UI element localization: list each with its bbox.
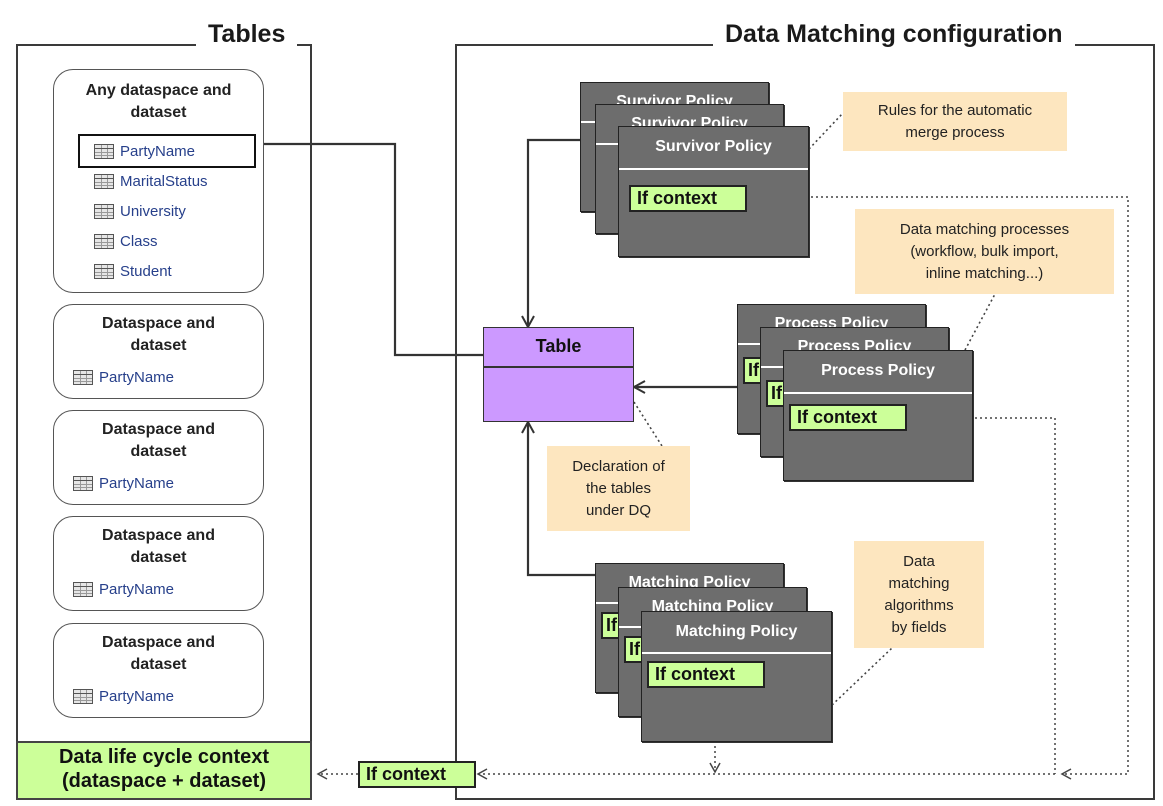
survivor-to-table-arrow: [528, 138, 580, 327]
process-policy-note: Data matching processes (workflow, bulk …: [855, 209, 1114, 294]
card-divider: [784, 392, 972, 394]
table-icon: [73, 475, 93, 491]
table-item-partyname[interactable]: PartyName: [73, 366, 174, 388]
process-if-context-middle: If: [766, 380, 788, 407]
card-title: Matching Policy: [675, 623, 798, 640]
table-icon: [73, 581, 93, 597]
note-text: Data matching algorithms by fields: [884, 552, 954, 636]
table-note-leader: [633, 401, 663, 447]
process-note-leader: [964, 293, 996, 351]
card-divider: [642, 652, 831, 654]
data-life-cycle-context: Data life cycle context (dataspace + dat…: [16, 741, 312, 800]
table-icon: [94, 143, 114, 159]
process-if-context[interactable]: If context: [789, 404, 907, 431]
survivor-policy-note: Rules for the automatic merge process: [843, 92, 1067, 151]
table-item-partyname[interactable]: PartyName: [73, 578, 174, 600]
table-icon: [94, 233, 114, 249]
note-text: Data matching processes (workflow, bulk …: [899, 220, 1070, 282]
card-title: Survivor Policy: [655, 138, 772, 155]
note-text: Rules for the automatic merge process: [877, 101, 1033, 141]
table-box-divider: [484, 366, 633, 368]
table-item-label: PartyName: [99, 580, 175, 598]
process-policy-card[interactable]: Process Policy If context: [783, 350, 973, 481]
survivor-policy-card[interactable]: Survivor Policy If context: [618, 126, 809, 257]
group-title: Dataspace and dataset: [102, 527, 215, 566]
bottom-if-context[interactable]: If context: [358, 761, 476, 788]
table-item-label: Student: [120, 262, 172, 280]
table-icon: [94, 203, 114, 219]
survivor-if-context[interactable]: If context: [629, 185, 747, 212]
survivor-context-flow: [746, 196, 1129, 780]
table-item-university[interactable]: University: [94, 200, 186, 222]
table-group-any-dataspace: Any dataspace and dataset PartyName Mari…: [53, 69, 264, 293]
survivor-note-leader: [808, 112, 844, 150]
table-item-label: PartyName: [120, 142, 196, 160]
group-title: Dataspace and dataset: [102, 634, 215, 673]
group-title: Dataspace and dataset: [102, 421, 215, 460]
table-declaration-note: Declaration of the tables under DQ: [547, 446, 690, 531]
table-group-dataspace-5: Dataspace and dataset PartyName: [53, 623, 264, 718]
note-text: Declaration of the tables under DQ: [572, 457, 665, 519]
card-title: Matching Policy: [651, 598, 774, 615]
table-item-label: MaritalStatus: [120, 172, 208, 190]
table-group-dataspace-3: Dataspace and dataset PartyName: [53, 410, 264, 505]
table-icon: [94, 263, 114, 279]
table-box-title: Table: [535, 336, 582, 356]
table-to-partyname-arrow: [224, 144, 483, 357]
table-icon: [73, 369, 93, 385]
table-item-student[interactable]: Student: [94, 260, 172, 282]
table-group-dataspace-4: Dataspace and dataset PartyName: [53, 516, 264, 611]
tables-panel-title: Tables: [196, 19, 298, 49]
table-item-partyname[interactable]: PartyName: [73, 685, 174, 707]
card-title: Process Policy: [821, 362, 935, 379]
group-title: Any dataspace and dataset: [85, 82, 232, 121]
table-item-partyname-selected[interactable]: PartyName: [78, 134, 256, 168]
card-divider: [619, 168, 808, 170]
table-item-label: PartyName: [99, 687, 175, 705]
matching-to-table-arrow: [528, 422, 595, 577]
table-item-class[interactable]: Class: [94, 230, 158, 252]
matching-if-context[interactable]: If context: [647, 661, 765, 688]
table-icon: [94, 173, 114, 189]
table-item-maritalstatus[interactable]: MaritalStatus: [94, 170, 208, 192]
table-box[interactable]: Table: [483, 327, 634, 422]
matching-policy-note: Data matching algorithms by fields: [854, 541, 984, 648]
table-group-dataspace-2: Dataspace and dataset PartyName: [53, 304, 264, 399]
data-matching-panel-title: Data Matching configuration: [713, 19, 1075, 49]
table-item-label: Class: [120, 232, 158, 250]
table-item-partyname[interactable]: PartyName: [73, 472, 174, 494]
table-icon: [73, 688, 93, 704]
card-title: Matching Policy: [628, 574, 751, 591]
matching-policy-card[interactable]: Matching Policy If context: [641, 611, 832, 742]
table-item-label: University: [120, 202, 186, 220]
group-title: Dataspace and dataset: [102, 315, 215, 354]
table-item-label: PartyName: [99, 474, 175, 492]
matching-note-leader: [831, 647, 893, 706]
table-item-label: PartyName: [99, 368, 175, 386]
